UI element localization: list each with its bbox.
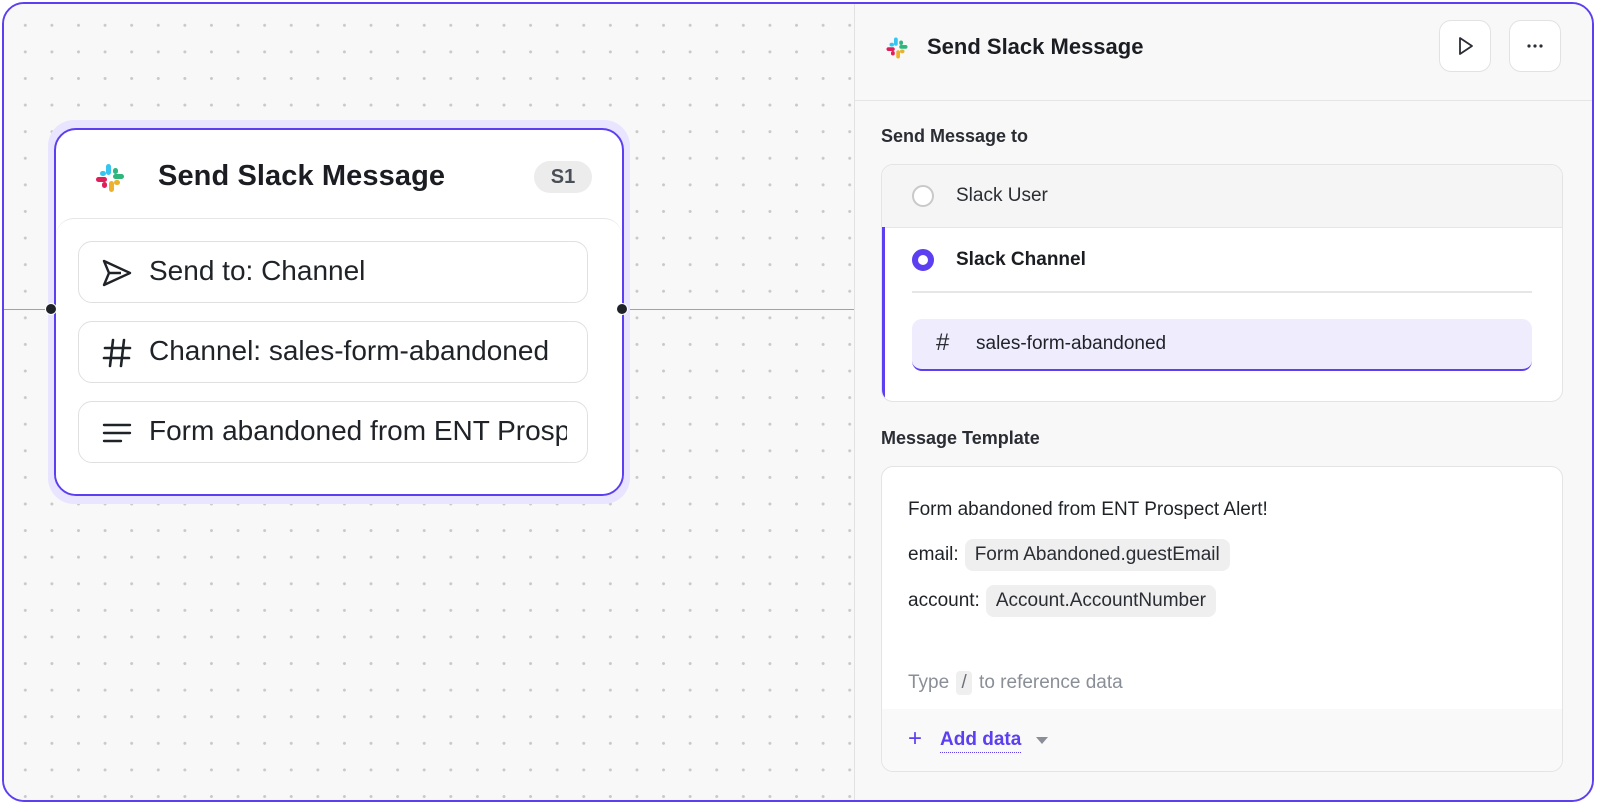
panel-title: Send Slack Message (927, 34, 1144, 59)
divider (912, 291, 1532, 293)
node-title: Send Slack Message (158, 160, 446, 192)
channel-value: sales-form-abandoned (976, 333, 1167, 354)
template-placeholder-hint: Type / to reference data (908, 671, 1123, 695)
radio-slack-user[interactable] (912, 185, 934, 207)
template-section-label: Message Template (881, 428, 1040, 448)
add-data-button[interactable]: Add data (940, 729, 1022, 753)
node-row-message[interactable]: Form abandoned from ENT Prospect Alert! (78, 401, 588, 463)
slash-key: / (956, 671, 972, 695)
node-body: Send to: Channel Channel: sales-form-aba… (56, 218, 622, 494)
send-icon (102, 259, 132, 287)
plus-icon[interactable]: + (908, 725, 923, 752)
hint-text: to reference data (979, 672, 1123, 693)
slack-node[interactable]: Send Slack Message S1 Send to: Channel C… (54, 128, 624, 496)
hash-icon (102, 338, 132, 368)
channel-field[interactable]: # sales-form-abandoned (912, 319, 1532, 371)
template-line: Form abandoned from ENT Prospect Alert! (908, 499, 1268, 520)
text-lines-icon (102, 423, 132, 443)
node-row-send-to[interactable]: Send to: Channel (78, 241, 588, 303)
slack-logo-icon (96, 164, 124, 192)
node-output-handle[interactable] (616, 303, 628, 315)
slack-logo-icon (886, 37, 908, 59)
template-line-email: email:Form Abandoned.guestEmail (908, 539, 1230, 571)
panel-header: Send Slack Message (855, 4, 1592, 101)
node-row-channel[interactable]: Channel: sales-form-abandoned (78, 321, 588, 383)
workflow-canvas[interactable]: Send Slack Message S1 Send to: Channel C… (4, 4, 854, 800)
run-button[interactable] (1439, 20, 1491, 72)
node-step-badge: S1 (534, 161, 592, 193)
edge-incoming (4, 309, 50, 310)
more-horizontal-icon (1527, 44, 1543, 48)
data-token-chip[interactable]: Form Abandoned.guestEmail (964, 539, 1230, 571)
template-field-label: email: (908, 544, 959, 565)
node-row-label: Send to: Channel (149, 255, 366, 286)
template-line-account: account:Account.AccountNumber (908, 585, 1216, 617)
node-input-handle[interactable] (45, 303, 57, 315)
option-label: Slack User (956, 185, 1048, 206)
node-row-label: Channel: sales-form-abandoned (149, 335, 550, 366)
node-row-label: Form abandoned from ENT Prospect Alert! (149, 415, 567, 446)
chevron-down-icon[interactable] (1036, 737, 1048, 744)
edge-outgoing (626, 309, 854, 310)
option-slack-user[interactable]: Slack User (882, 165, 1562, 228)
properties-panel: Send Slack Message Send Message to Slack… (854, 4, 1592, 800)
recipient-type-group: Slack User Slack Channel # sales-form-ab… (881, 164, 1563, 402)
hint-text: Type (908, 672, 950, 693)
more-options-button[interactable] (1509, 20, 1561, 72)
template-footer: + Add data (882, 709, 1562, 771)
option-label[interactable]: Slack Channel (956, 249, 1086, 270)
send-to-section-label: Send Message to (881, 126, 1029, 146)
node-header: Send Slack Message S1 (56, 130, 622, 218)
selected-indicator (882, 227, 885, 401)
data-token-chip[interactable]: Account.AccountNumber (985, 585, 1216, 617)
radio-slack-channel[interactable] (912, 249, 934, 271)
message-template-editor[interactable]: Form abandoned from ENT Prospect Alert! … (881, 466, 1563, 772)
template-field-label: account: (908, 590, 980, 611)
play-icon (1459, 37, 1473, 55)
hash-icon: # (936, 329, 950, 356)
